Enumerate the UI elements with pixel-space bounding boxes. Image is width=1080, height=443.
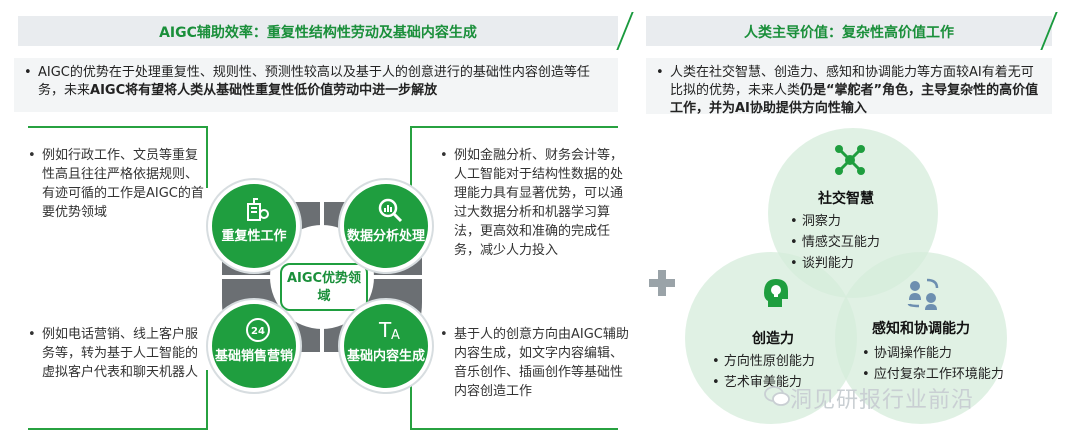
center-label-box: AIGC优势领域 (280, 263, 368, 311)
right-banner-title: 人类主导价值：复杂性高价值工作 (744, 25, 954, 41)
quadrant-text: 基于人的创意方向由AIGC辅助内容生成，如文字内容编辑、音乐创作、插画创作等基础… (454, 327, 629, 399)
venn-title-social: 社交智慧 (818, 191, 874, 207)
venn-item: • 方向性原创能力 (712, 354, 815, 369)
frame-line-top-left-v (206, 126, 208, 188)
left-intro-bold: AIGC将有望将人类从基础性重复性低价值劳动中进一步解放 (90, 83, 438, 98)
right-intro-plain: 人类在社交智慧、创造力、感知和协调能力等方面较AI有着无可比拟的优势，未来人类 (670, 65, 1034, 98)
magnifier-data-icon (378, 198, 403, 223)
venn-item-text: 艺术审美能力 (723, 375, 802, 390)
frame-line-top-left (28, 126, 208, 128)
right-intro: • 人类在社交智慧、创造力、感知和协调能力等方面较AI有着无可比拟的优势，未来人… (646, 58, 1052, 116)
left-banner: AIGC辅助效率：重复性结构性劳动及基础内容生成 (18, 12, 634, 50)
frame-line-bottom-left-v (206, 370, 208, 430)
frame-line-bottom-left (28, 428, 208, 430)
frame-line-bottom-right (410, 428, 618, 430)
left-intro: • AIGC的优势在于处理重复性、规则性、预测性较高以及基于人的创意进行的基础性… (14, 58, 618, 112)
left-banner-title: AIGC辅助效率：重复性结构性劳动及基础内容生成 (159, 25, 477, 41)
left-intro-plain: AIGC的优势在于处理重复性、规则性、预测性较高以及基于人的创意进行的基础性内容… (38, 65, 590, 98)
venn-item-text: 方向性原创能力 (723, 354, 815, 369)
venn-title-creativity: 创造力 (752, 331, 794, 347)
venn-item: • 应付复杂工作环境能力 (862, 367, 1004, 382)
quadrant-text: 例如行政工作、文员等重复性高且往往严格依据规则、有迹可循的工作是AIGC的首要优… (42, 148, 204, 220)
venn-list-social: • 洞察力 • 情感交互能力 • 谈判能力 (790, 211, 880, 274)
venn-title-perception: 感知和协调能力 (872, 321, 970, 337)
venn-item: • 艺术审美能力 (712, 375, 802, 390)
svg-text:24: 24 (251, 326, 265, 337)
bullet-dot: • (656, 65, 664, 80)
left-banner-slash (616, 12, 634, 50)
venn-item-text: 协调操作能力 (873, 346, 952, 361)
quadrant-text: 例如金融分析、财务会计等，人工智能对于结构性数据的处理能力具有显著优势，可以通过… (454, 148, 624, 258)
right-intro-bold: 仍是“掌舵者”角色，主导复杂性的高价值工作，并为AI协助提供方向性输入 (670, 83, 1039, 116)
building-gear-icon (247, 198, 269, 221)
wechat-icon (764, 386, 790, 406)
venn-item: • 情感交互能力 (790, 235, 880, 250)
bullet-dot: • (28, 148, 36, 163)
venn-circle-perception (835, 252, 1007, 424)
text-TA-icon: T A (378, 318, 400, 343)
quadrant-text-repetitive: • 例如行政工作、文员等重复性高且往往严格依据规则、有迹可循的工作是AIGC的首… (28, 146, 210, 222)
quadrant-circle-data: 数据分析处理 (340, 180, 432, 272)
svg-text:T: T (378, 318, 392, 342)
right-banner: 人类主导价值：复杂性高价值工作 (646, 12, 1058, 50)
venn-list-perception: • 协调操作能力 • 应付复杂工作环境能力 (862, 343, 1004, 385)
frame-line-bottom-right-v (410, 370, 412, 430)
quadrant-title: 数据分析处理 (346, 229, 425, 244)
quadrant-circle-repetitive: 重复性工作 (208, 180, 300, 272)
network-people-icon (835, 145, 865, 175)
bullet-dot: • (440, 327, 448, 342)
head-lightbulb-icon (764, 279, 788, 307)
venn-item-text: 情感交互能力 (801, 235, 880, 250)
bullet-dot: • (28, 327, 36, 342)
people-cycle-icon (907, 278, 939, 310)
quadrant-title: 基础内容生成 (346, 349, 425, 364)
plus-icon (649, 270, 675, 296)
center-label: AIGC优势领域 (286, 271, 362, 304)
watermark-text: 洞见研报行业前沿 (790, 388, 975, 413)
quadrant-text-content: • 基于人的创意方向由AIGC辅助内容生成，如文字内容编辑、音乐创作、插画创作等… (440, 325, 634, 401)
quadrant-text: 例如电话营销、线上客户服务等，转为基于人工智能的虚拟客户代表和聊天机器人 (42, 327, 199, 380)
venn-item: • 洞察力 (790, 214, 841, 229)
svg-text:A: A (391, 328, 400, 343)
quadrant-text-sales: • 例如电话营销、线上客户服务等，转为基于人工智能的虚拟客户代表和聊天机器人 (28, 325, 210, 382)
frame-line-top-right (410, 126, 618, 128)
phone-24-icon: 24 (246, 318, 270, 342)
venn-item-text: 洞察力 (801, 214, 841, 229)
venn-item-text: 谈判能力 (801, 256, 854, 271)
bullet-dot: • (24, 65, 32, 80)
quadrant-text-data: • 例如金融分析、财务会计等，人工智能对于结构性数据的处理能力具有显著优势，可以… (440, 146, 634, 260)
quadrant-title: 重复性工作 (221, 229, 287, 244)
venn-item: • 谈判能力 (790, 256, 854, 271)
venn-item: • 协调操作能力 (862, 346, 952, 361)
frame-line-top-right-v (410, 126, 412, 188)
venn-list-creativity: • 方向性原创能力 • 艺术审美能力 (712, 351, 815, 393)
quadrant-circle-content: T A 基础内容生成 (340, 300, 432, 392)
venn-item-text: 应付复杂工作环境能力 (873, 367, 1004, 382)
bullet-dot: • (440, 148, 448, 163)
quadrant-title: 基础销售营销 (214, 349, 293, 364)
quadrant-circle-sales: 24 基础销售营销 (208, 300, 300, 392)
